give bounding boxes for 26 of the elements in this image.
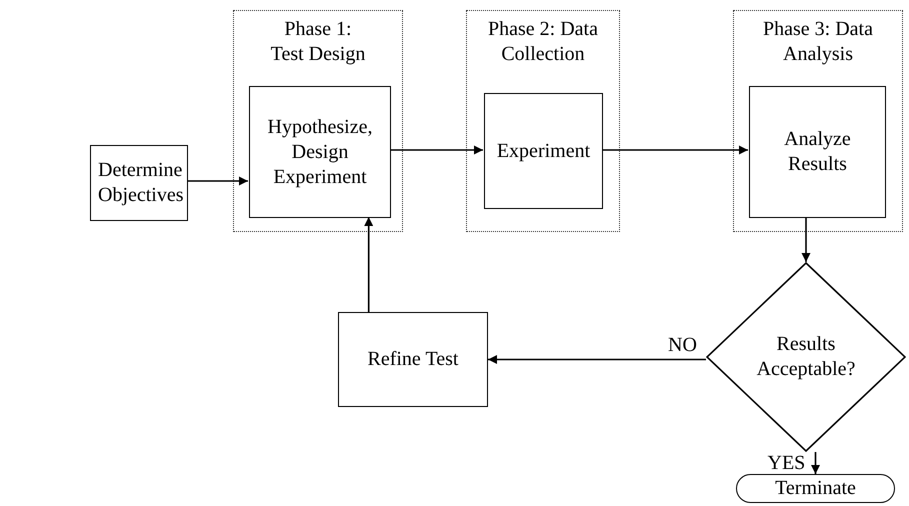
arrow <box>188 176 248 186</box>
process-box <box>90 145 188 221</box>
phase-group <box>233 10 403 232</box>
node-label: Terminate <box>775 476 856 501</box>
node-label: Analyze Results <box>783 127 852 177</box>
arrow <box>390 146 483 154</box>
process-box <box>249 86 391 218</box>
arrow <box>802 217 810 262</box>
arrow <box>488 355 706 364</box>
arrow <box>602 146 748 154</box>
decision-diamond <box>706 262 906 452</box>
phase-group <box>466 10 620 232</box>
node-label: Refine Test <box>368 347 458 372</box>
process-box <box>484 93 603 209</box>
phase-heading: Phase 3: Data Analysis <box>762 17 874 67</box>
phase-group <box>733 10 903 232</box>
process-box <box>338 312 488 407</box>
phase-heading: Phase 2: Data Collection <box>487 17 599 67</box>
terminator-box <box>736 474 895 503</box>
node-label: Results Acceptable? <box>756 332 856 382</box>
arrow <box>811 452 820 474</box>
process-box <box>749 86 886 218</box>
phase-heading: Phase 1: Test Design <box>270 17 366 67</box>
node-label: Hypothesize, Design Experiment <box>266 114 374 190</box>
arrow <box>364 217 374 312</box>
node-label: Experiment <box>496 138 590 164</box>
